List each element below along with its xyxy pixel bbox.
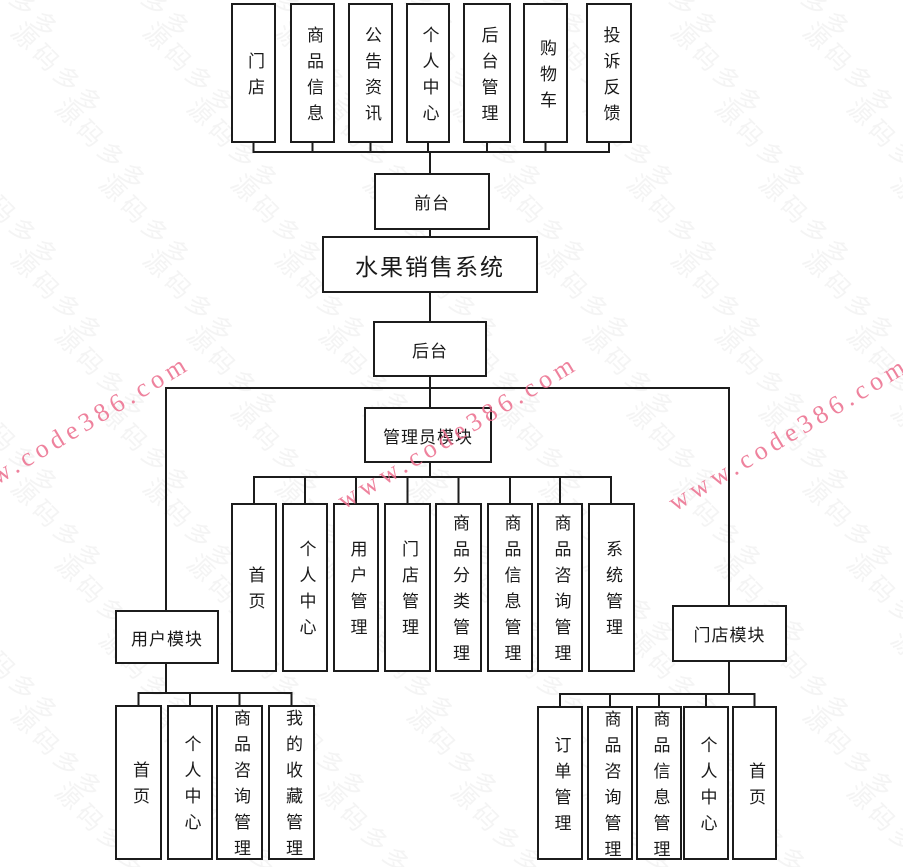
node-label: 购物车 xyxy=(536,38,556,117)
node-label: 首页 xyxy=(129,761,149,813)
node-label: 商品咨询管理 xyxy=(600,709,621,866)
node-label: 门店管理 xyxy=(398,540,418,644)
node-label: 用户模块 xyxy=(131,629,203,650)
node-label: 个人中心 xyxy=(295,540,316,644)
node-label: 系统管理 xyxy=(602,540,622,644)
node-user-module: 用户模块 xyxy=(115,610,219,664)
node-label: 个人中心 xyxy=(418,25,439,130)
node-label: 订单管理 xyxy=(550,735,571,840)
node-admin-product-category-mgmt: 商品分类管理 xyxy=(435,503,482,672)
node-system: 水果销售系统 xyxy=(322,236,538,293)
connector-store-children xyxy=(559,661,756,707)
node-user-home: 首页 xyxy=(115,705,162,860)
connector-top-group xyxy=(252,142,610,174)
node-store-product-consult-mgmt: 商品咨询管理 xyxy=(587,706,633,866)
node-store-personal-center: 个人中心 xyxy=(683,706,729,860)
connector-user-children xyxy=(137,663,293,706)
node-admin-system-mgmt: 系统管理 xyxy=(588,503,635,672)
node-store-module: 门店模块 xyxy=(672,605,787,662)
node-front-end: 前台 xyxy=(374,173,490,230)
node-front-cart: 购物车 xyxy=(523,3,568,143)
node-admin-product-info-mgmt: 商品信息管理 xyxy=(487,503,533,672)
node-label: 管理员模块 xyxy=(383,427,473,448)
node-front-announcement: 公告资讯 xyxy=(348,3,393,143)
node-label: 个人中心 xyxy=(180,735,201,839)
node-admin-product-consult-mgmt: 商品咨询管理 xyxy=(537,503,583,672)
node-front-product-info: 商品信息 xyxy=(290,3,335,143)
node-store-product-info-mgmt: 商品信息管理 xyxy=(636,706,682,866)
node-label: 商品分类管理 xyxy=(449,514,469,670)
node-user-product-consult-mgmt: 商品咨询管理 xyxy=(216,705,263,865)
node-label: 后台管理 xyxy=(477,25,498,130)
node-label: 水果销售系统 xyxy=(355,254,505,281)
node-front-personal-center: 个人中心 xyxy=(406,3,450,143)
node-label: 用户管理 xyxy=(346,540,367,644)
node-label: 公告资讯 xyxy=(361,25,381,130)
node-label: 前台 xyxy=(414,194,450,214)
node-admin-personal-center: 个人中心 xyxy=(282,503,328,672)
node-label: 首页 xyxy=(745,761,765,814)
node-store-home: 首页 xyxy=(732,706,777,860)
node-label: 首页 xyxy=(244,566,265,618)
node-label: 门店 xyxy=(244,51,264,104)
node-admin-module: 管理员模块 xyxy=(364,407,492,463)
node-label: 投诉反馈 xyxy=(599,25,620,130)
node-label: 商品信息管理 xyxy=(649,709,670,866)
node-admin-home: 首页 xyxy=(231,503,277,672)
node-front-complaint: 投诉反馈 xyxy=(586,3,632,143)
node-store-order-mgmt: 订单管理 xyxy=(537,706,583,860)
node-user-favorites-mgmt: 我的收藏管理 xyxy=(268,705,315,865)
node-admin-user-mgmt: 用户管理 xyxy=(333,503,379,672)
node-admin-store-mgmt: 门店管理 xyxy=(384,503,431,672)
node-back-end: 后台 xyxy=(373,321,487,377)
node-label: 门店模块 xyxy=(693,626,766,646)
node-front-store: 门店 xyxy=(231,3,276,143)
node-label: 个人中心 xyxy=(696,735,717,840)
node-user-personal-center: 个人中心 xyxy=(167,705,213,860)
node-label: 商品信息管理 xyxy=(500,514,521,670)
node-front-admin-mgmt: 后台管理 xyxy=(463,3,511,143)
node-label: 商品信息 xyxy=(303,25,323,130)
node-label: 我的收藏管理 xyxy=(282,709,302,865)
node-label: 商品咨询管理 xyxy=(550,514,571,670)
node-label: 商品咨询管理 xyxy=(230,709,250,865)
connector-admin-children xyxy=(253,462,612,504)
node-label: 后台 xyxy=(412,341,448,362)
connector-module-rail xyxy=(165,387,730,611)
